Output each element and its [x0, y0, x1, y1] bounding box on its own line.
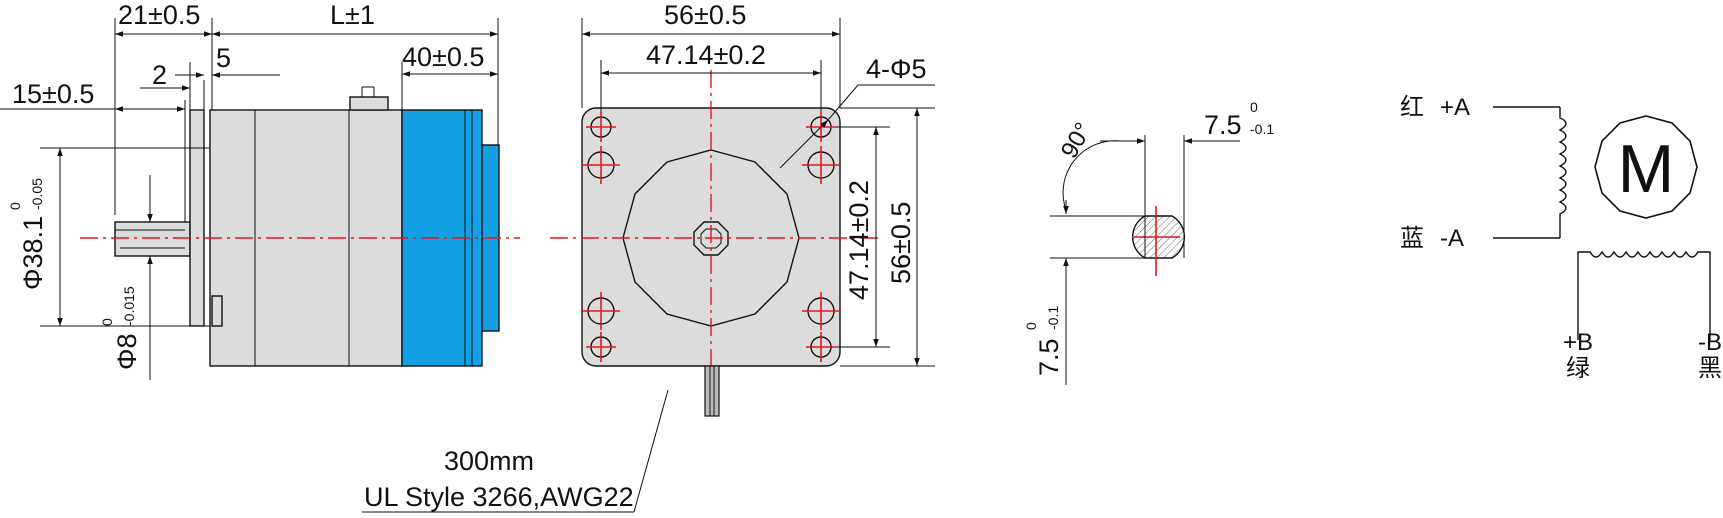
dim-phi38-tol-upper: 0: [7, 202, 23, 210]
angle-arc: [1062, 140, 1121, 211]
side-view: 21±0.5 L±1 5 40±0.5 2 15±0.5 Φ38.1 0 -0.…: [0, 0, 520, 380]
shaft: [114, 221, 191, 257]
dim-phi8: Φ8: [112, 333, 142, 370]
label-a-plus: +A: [1440, 94, 1470, 121]
dim-phi8-tol-lower: -0.015: [121, 286, 137, 326]
label-blue: 蓝: [1400, 225, 1424, 252]
coil-b: [1577, 250, 1711, 340]
dim-holes: 4-Φ5: [866, 54, 927, 84]
cable-length: 300mm: [444, 446, 534, 476]
label-green: 绿: [1566, 355, 1590, 382]
wiring-diagram: M 红 +A 蓝 -A +B 绿 -B 黑: [1400, 94, 1722, 382]
label-b-minus: -B: [1698, 329, 1722, 356]
dim-47-side: 47.14±0.2: [844, 180, 874, 300]
dim-75-left-tol-upper: 0: [1023, 322, 1039, 330]
motor-label: M: [1618, 131, 1675, 207]
dim-21: 21±0.5: [118, 0, 200, 30]
dim-47-top: 47.14±0.2: [646, 40, 766, 70]
dim-40: 40±0.5: [402, 42, 484, 72]
front-boss: [189, 109, 205, 327]
dim-75-top: 7.5: [1204, 110, 1242, 140]
label-black: 黑: [1698, 355, 1722, 382]
front-view: 56±0.5 47.14±0.2 4-Φ5 47.14±0.2 56±0.5 3…: [362, 0, 935, 513]
dim-56-top: 56±0.5: [664, 0, 746, 30]
label-a-minus: -A: [1440, 225, 1464, 252]
cable: [704, 365, 720, 417]
cable-leader: [633, 389, 669, 513]
dim-phi8-tol-upper: 0: [99, 318, 115, 326]
cable-gland: [349, 96, 389, 111]
angle-90: 90°: [1056, 118, 1098, 163]
mount-holes: [582, 112, 840, 362]
coil-a: [1558, 107, 1567, 238]
dim-75-top-tol-upper: 0: [1250, 99, 1258, 115]
shaft-detail: 7.5 0 -0.1 90° 7.5 0 -0.1: [1023, 99, 1274, 385]
dim-75-top-tol-lower: -0.1: [1250, 121, 1274, 137]
dim-2: 2: [152, 60, 167, 90]
front-shaft-inner: [700, 228, 722, 249]
dim-56-side: 56±0.5: [886, 202, 916, 284]
front-shaft: [693, 221, 729, 256]
dim-phi38: Φ38.1: [18, 216, 48, 290]
cable-spec: UL Style 3266,AWG22: [364, 482, 634, 512]
dim-phi38-tol-lower: -0.05: [29, 178, 45, 210]
dim-15: 15±0.5: [12, 79, 94, 109]
label-red: 红: [1400, 94, 1424, 121]
dim-75-left: 7.5: [1034, 338, 1064, 376]
dim-5: 5: [216, 43, 231, 73]
dim-75-left-tol-lower: -0.1: [1045, 306, 1061, 330]
motor-symbol: [1594, 115, 1698, 219]
label-b-plus: +B: [1563, 329, 1593, 356]
dim-L: L±1: [330, 0, 375, 30]
